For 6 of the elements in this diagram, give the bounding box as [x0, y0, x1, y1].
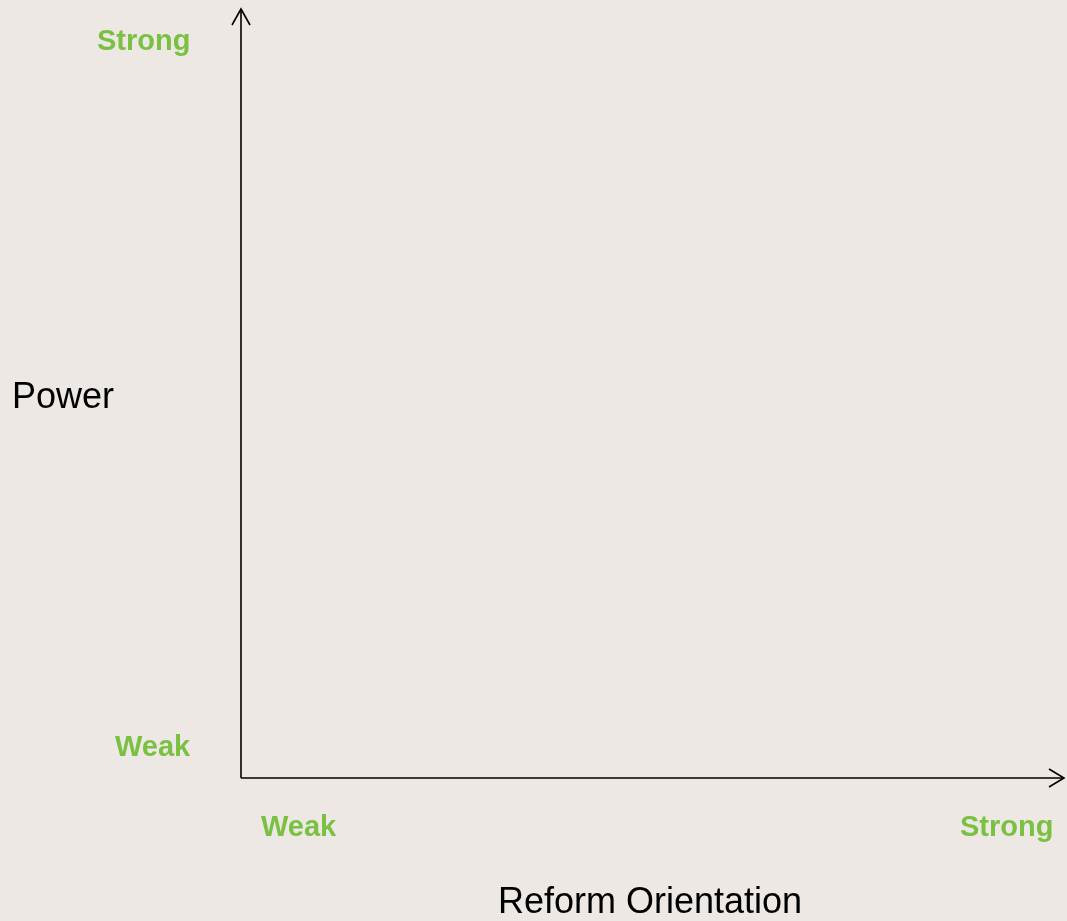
axis-tick-label: Weak: [261, 812, 337, 841]
axis-tick-label: Weak: [115, 732, 191, 761]
axis-title: Reform Orientation: [498, 883, 803, 919]
axis-tick-label: Strong: [960, 812, 1054, 841]
axis-title: Power: [12, 378, 115, 414]
axis-tick-label: Strong: [97, 26, 191, 55]
